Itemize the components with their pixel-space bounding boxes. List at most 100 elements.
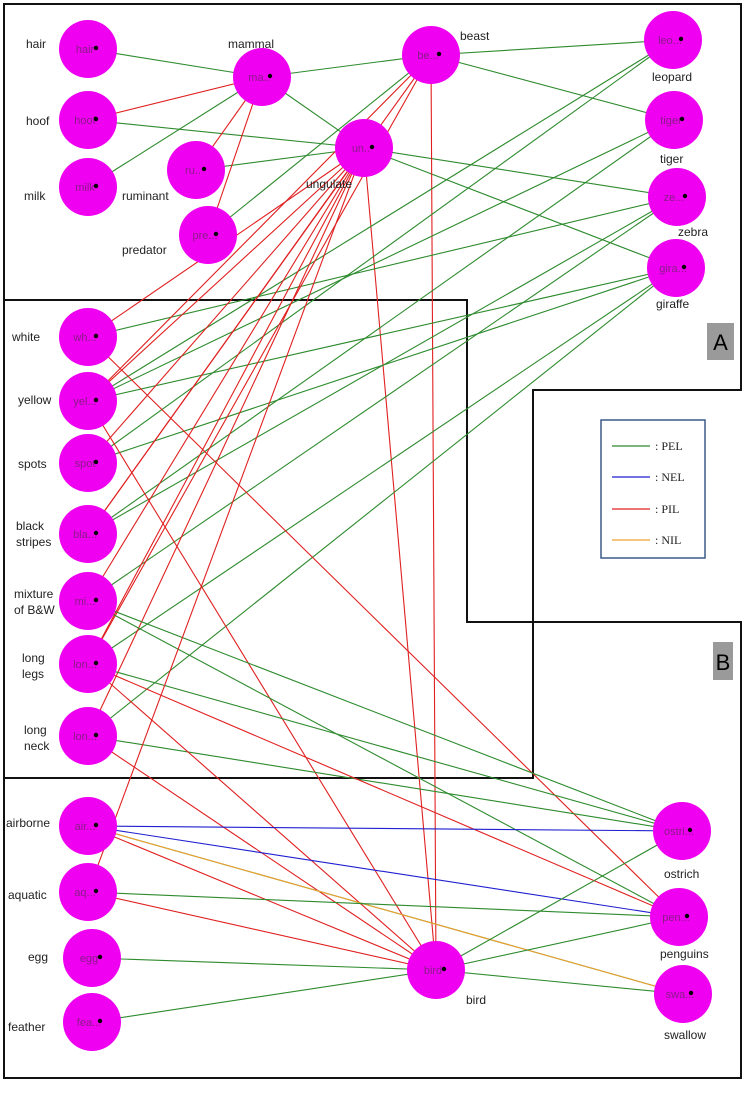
node-circle-ruminant[interactable] — [167, 141, 225, 199]
node-anchor-dot-giraffe — [681, 264, 687, 270]
node-inner-text-airborne: air... — [75, 821, 96, 833]
node-circle-bird[interactable] — [407, 941, 465, 999]
node-label-tiger: tiger — [660, 152, 683, 166]
node-label-milk: milk — [24, 189, 46, 203]
node-ostrich[interactable]: ostri...ostrich — [653, 802, 711, 881]
node-circle-mammal[interactable] — [233, 48, 291, 106]
node-airborne[interactable]: air...airborne — [6, 797, 117, 855]
node-circle-white[interactable] — [59, 308, 117, 366]
edge-pil-spots-ungulate — [87, 147, 365, 464]
node-circle-long_neck[interactable] — [59, 707, 117, 765]
node-penguins[interactable]: pen...penguins — [650, 888, 709, 961]
node-circle-hoof[interactable] — [59, 91, 117, 149]
node-anchor-dot-yellow — [93, 397, 99, 403]
edge-pil-white-penguins — [87, 336, 680, 918]
node-anchor-dot-feather — [97, 1018, 103, 1024]
node-circle-feather[interactable] — [63, 993, 121, 1051]
node-circle-giraffe[interactable] — [647, 239, 705, 297]
node-inner-text-aquatic: aq... — [74, 887, 95, 899]
node-swallow[interactable]: swa...swallow — [654, 965, 712, 1042]
edge-pel-ungulate-zebra — [363, 147, 678, 198]
node-circle-egg[interactable] — [63, 929, 121, 987]
node-yellow[interactable]: yel...yellow — [18, 372, 117, 430]
edge-pel-white-zebra — [87, 196, 678, 338]
node-label-feather: feather — [8, 1020, 45, 1034]
node-mammal[interactable]: ma..mammal — [228, 37, 291, 106]
edge-pel-mixture-zebra — [87, 196, 678, 602]
node-circle-mixture[interactable] — [59, 572, 117, 630]
edge-nil-airborne-swallow — [87, 825, 684, 995]
node-inner-text-yellow: yel... — [73, 396, 96, 408]
node-circle-aquatic[interactable] — [59, 863, 117, 921]
node-circle-swallow[interactable] — [654, 965, 712, 1023]
node-circle-penguins[interactable] — [650, 888, 708, 946]
node-zebra[interactable]: ze...zebra — [648, 168, 708, 239]
node-label-hoof: hoof — [26, 114, 50, 128]
node-circle-predator[interactable] — [179, 206, 237, 264]
node-circle-ungulate[interactable] — [335, 119, 393, 177]
node-circle-spots[interactable] — [59, 434, 117, 492]
node-circle-ostrich[interactable] — [653, 802, 711, 860]
edge-pil-hoof-mammal — [87, 76, 263, 121]
node-aquatic[interactable]: aq...aquatic — [8, 863, 117, 921]
node-circle-beast[interactable] — [402, 26, 460, 84]
node-inner-text-penguins: pen... — [662, 912, 690, 924]
node-ungulate[interactable]: un..ungulate — [306, 119, 393, 191]
edge-pel-feather-bird — [91, 969, 437, 1023]
node-circle-milk[interactable] — [59, 158, 117, 216]
legend-label-nel: : NEL — [655, 470, 685, 484]
node-white[interactable]: wh...white — [11, 308, 117, 366]
node-ruminant[interactable]: ru..ruminant — [122, 141, 225, 203]
node-predator[interactable]: pre...predator — [122, 206, 237, 264]
node-inner-text-bird: bird — [424, 965, 442, 977]
node-giraffe[interactable]: gira...giraffe — [647, 239, 705, 311]
node-inner-text-beast: be... — [417, 50, 438, 62]
edge-pil-long_neck-ungulate — [87, 147, 365, 737]
node-anchor-dot-long_neck — [93, 732, 99, 738]
node-beast[interactable]: be...beast — [402, 26, 490, 84]
node-anchor-dot-mammal — [267, 73, 273, 79]
node-anchor-dot-ruminant — [201, 166, 207, 172]
node-circle-black_stripes[interactable] — [59, 505, 117, 563]
edge-pil-ungulate-bird — [363, 147, 437, 971]
edge-pel-yellow-leopard — [87, 39, 674, 402]
node-inner-text-ruminant: ru.. — [185, 165, 201, 177]
node-inner-text-hair: hair — [76, 44, 95, 56]
edge-pel-mixture-ostrich — [87, 600, 683, 832]
node-circle-leopard[interactable] — [644, 11, 702, 69]
node-circle-long_legs[interactable] — [59, 635, 117, 693]
edge-pil-long_legs-penguins — [87, 663, 680, 918]
node-label-long_neck-line-2: neck — [24, 739, 50, 753]
node-inner-text-black_stripes: bla... — [73, 529, 97, 541]
node-circle-hair[interactable] — [59, 20, 117, 78]
edge-pel-beast-leopard — [430, 39, 674, 56]
node-anchor-dot-tiger — [679, 116, 685, 122]
node-circle-zebra[interactable] — [648, 168, 706, 226]
node-anchor-dot-egg — [97, 954, 103, 960]
node-label-predator: predator — [122, 243, 167, 257]
node-anchor-dot-ostrich — [687, 827, 693, 833]
edge-pel-beast-tiger — [430, 54, 675, 121]
edge-pil-aquatic-ungulate — [87, 147, 365, 893]
node-feather[interactable]: fea...feather — [8, 993, 121, 1051]
node-circle-tiger[interactable] — [645, 91, 703, 149]
node-leopard[interactable]: leo...leopard — [644, 11, 702, 84]
edge-pel-long_neck-giraffe — [87, 267, 677, 737]
region-tag-b: B — [713, 642, 733, 680]
edge-pel-bird-swallow — [435, 969, 684, 995]
node-circle-airborne[interactable] — [59, 797, 117, 855]
node-label-mixture-line-1: mixture — [14, 587, 54, 601]
node-circle-yellow[interactable] — [59, 372, 117, 430]
